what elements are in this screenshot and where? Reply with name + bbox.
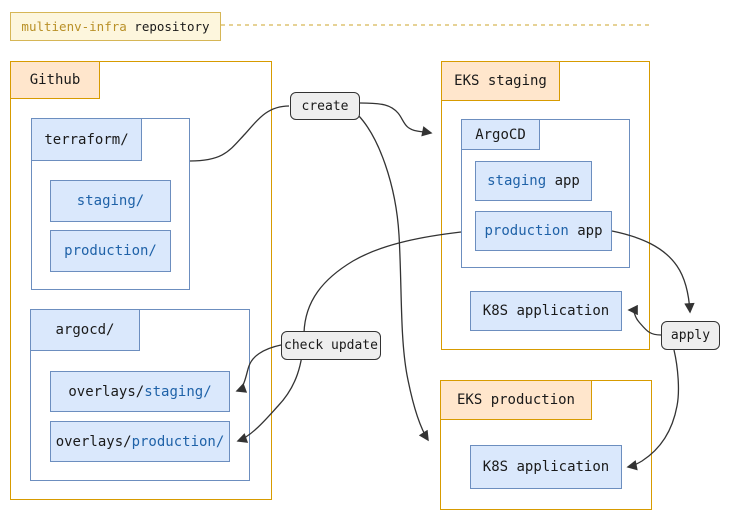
eks-staging-title-tab: EKS staging: [441, 61, 560, 101]
node-overlays-production: overlays/production/: [50, 421, 230, 462]
eks-production-title: EKS production: [456, 392, 575, 408]
repo-label: multienv-infra repository: [10, 12, 221, 41]
node-overlays-staging: overlays/staging/: [50, 371, 230, 412]
repo-name-text: multienv-infra: [21, 19, 127, 34]
node-production-app: production app: [475, 211, 612, 251]
github-title: Github: [29, 72, 81, 88]
overlays-production-prefix: overlays/: [55, 433, 132, 450]
argocd-dir-title-tab: argocd/: [30, 309, 140, 351]
argocd-app-title: ArgoCD: [475, 126, 526, 143]
argocd-app-title-tab: ArgoCD: [461, 119, 540, 150]
edge-label-check-update: check update: [281, 331, 381, 360]
node-k8s-application-staging: K8S application: [470, 291, 622, 331]
edge-create-to-eks-staging: [359, 102, 433, 137]
staging-app-highlight: staging: [487, 173, 547, 189]
overlays-production-highlight: production/: [131, 433, 225, 450]
production-dir-text: production/: [64, 243, 157, 259]
eks-production-title-tab: EKS production: [440, 380, 592, 420]
production-app-highlight: production: [484, 223, 569, 239]
overlays-staging-prefix: overlays/: [68, 383, 145, 400]
k8s-application-production-text: K8S application: [482, 459, 610, 475]
node-production-dir: production/: [50, 230, 171, 272]
k8s-application-staging-text: K8S application: [482, 303, 610, 319]
edge-label-check-update-text: check update: [284, 338, 378, 353]
node-k8s-application-production: K8S application: [470, 445, 622, 489]
node-staging-dir: staging/: [50, 180, 171, 222]
repo-suffix-text: repository: [126, 19, 210, 34]
edge-create-to-eks-production: [357, 114, 429, 442]
edge-label-create-text: create: [301, 98, 349, 114]
edge-label-apply-text: apply: [670, 328, 711, 343]
overlays-staging-highlight: staging/: [144, 383, 212, 400]
production-app-rest: app: [568, 223, 603, 239]
terraform-title-tab: terraform/: [31, 118, 142, 161]
edge-label-apply: apply: [661, 321, 720, 350]
staging-dir-text: staging/: [76, 193, 145, 209]
github-title-tab: Github: [10, 61, 100, 99]
eks-staging-title: EKS staging: [454, 73, 547, 89]
staging-app-rest: app: [546, 173, 580, 189]
node-staging-app: staging app: [475, 161, 592, 201]
edge-label-create: create: [290, 92, 360, 120]
argocd-dir-title: argocd/: [55, 322, 115, 338]
terraform-title: terraform/: [44, 131, 129, 148]
